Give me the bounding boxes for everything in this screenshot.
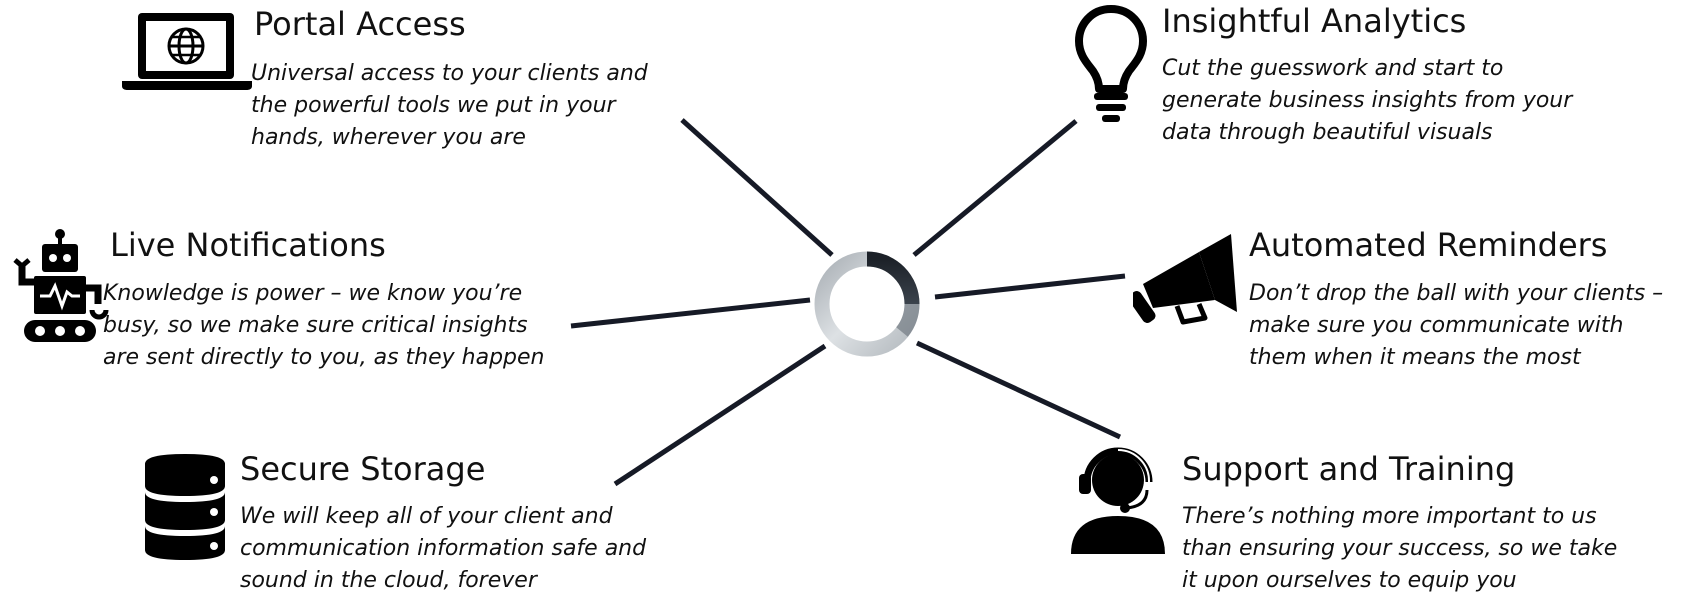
laptop-globe-icon [122, 13, 252, 90]
headset-user-icon [1071, 447, 1165, 554]
connector-support-training [915, 340, 1122, 440]
support-training-title: Support and Training [1182, 450, 1516, 488]
portal-access-title: Portal Access [254, 5, 466, 43]
connector-live-notifications [570, 297, 811, 329]
hub-ring-icon [814, 251, 920, 357]
connector-portal-access [680, 118, 834, 257]
live-notifications-title: Live Notifications [110, 226, 386, 264]
insightful-analytics-description: Cut the guesswork and start to generate … [1162, 56, 1573, 145]
insightful-analytics-title: Insightful Analytics [1162, 2, 1467, 40]
database-icon [145, 454, 225, 560]
automated-reminders-title: Automated Reminders [1249, 226, 1608, 264]
secure-storage-description: We will keep all of your client and comm… [240, 504, 647, 593]
megaphone-icon [1133, 234, 1237, 325]
connector-insightful-analytics [912, 119, 1078, 257]
robot-icon [13, 229, 109, 342]
automated-reminders-description: Don’t drop the ball with your clients – … [1249, 281, 1664, 370]
secure-storage-title: Secure Storage [240, 450, 486, 488]
portal-access-description: Universal access to your clients and the… [251, 61, 648, 150]
live-notifications-description: Knowledge is power – we know you’re busy… [103, 281, 545, 370]
support-training-description: There’s nothing more important to us tha… [1182, 504, 1618, 593]
connector-automated-reminders [934, 273, 1126, 300]
lightbulb-icon [1075, 5, 1147, 122]
connector-secure-storage [613, 343, 827, 487]
